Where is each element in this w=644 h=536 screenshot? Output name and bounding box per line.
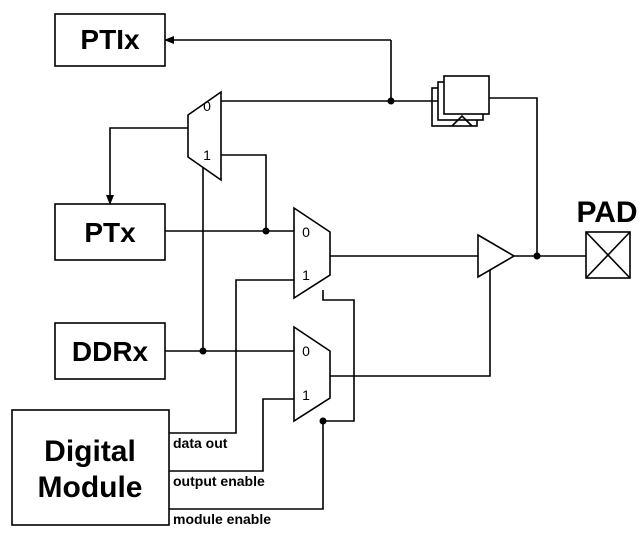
digital-module-label-line1: Digital	[44, 435, 136, 468]
output-enable-label: output enable	[173, 473, 265, 489]
ptix-block	[54, 13, 166, 67]
enable-mux-input-0-label: 0	[302, 343, 310, 359]
module-enable-label: module enable	[173, 511, 271, 527]
wiring	[106, 36, 586, 510]
data-mux	[293, 206, 331, 300]
ptix-label: PTIx	[80, 24, 140, 55]
digital-module-label-line2: Module	[38, 471, 143, 504]
junction-dot-ptx	[262, 227, 270, 235]
output-buffer	[477, 233, 516, 279]
junction-dot-pad	[533, 252, 541, 260]
data-mux-input-1-label: 1	[302, 267, 310, 283]
ddrx-block	[54, 322, 166, 380]
enable-mux	[293, 325, 331, 423]
junction-dot-module-enable	[319, 417, 327, 425]
ddrx-label: DDRx	[72, 336, 149, 367]
ptx-label: PTx	[84, 217, 136, 248]
ptx-block	[54, 203, 166, 261]
top-mux	[187, 90, 222, 182]
pad-symbol	[585, 231, 631, 279]
junction-dot-feedback	[387, 97, 395, 105]
enable-mux-input-1-label: 1	[302, 387, 310, 403]
data-mux-input-0-label: 0	[302, 224, 310, 240]
flip-flop-stack	[431, 75, 490, 127]
data-out-label: data out	[173, 435, 228, 451]
digital-module-block	[11, 409, 170, 526]
pad-label: PAD	[576, 196, 637, 229]
junction-dot-ddrx	[199, 347, 207, 355]
top-mux-input-0-label: 0	[203, 98, 211, 114]
top-mux-input-1-label: 1	[203, 147, 211, 163]
